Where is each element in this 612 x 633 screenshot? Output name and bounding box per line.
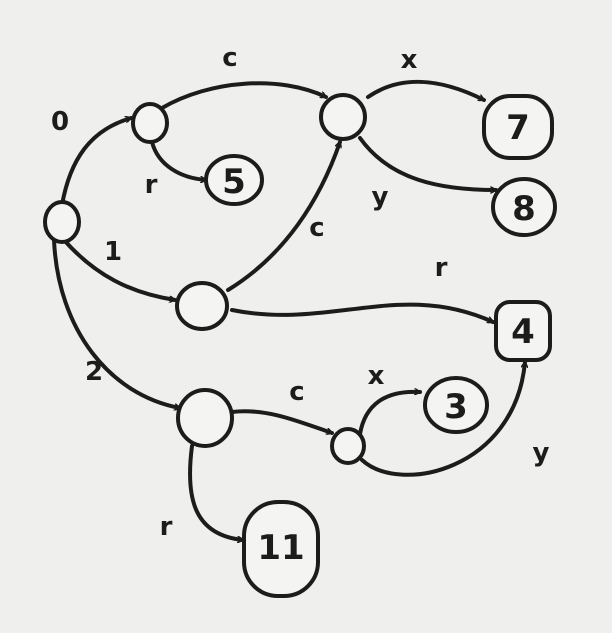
node-terminal-5: 5 — [204, 154, 264, 206]
node-label-7: 7 — [506, 108, 530, 148]
node-label-8: 8 — [512, 189, 536, 229]
node-label-4: 4 — [511, 312, 535, 352]
edge-n2-m — [230, 409, 334, 433]
edge-label-x-7: x — [401, 45, 418, 75]
edge-m-4 — [360, 360, 525, 477]
node-top — [319, 93, 367, 141]
node-terminal-11: 11 — [242, 500, 320, 598]
edge-m-3 — [358, 392, 422, 436]
edge-root-n1 — [62, 238, 177, 300]
node-terminal-4: 4 — [494, 300, 552, 362]
edge-label-x-3: x — [368, 361, 385, 391]
edge-label-c-mid: c — [309, 213, 324, 243]
node-n0 — [131, 102, 169, 144]
edge-n2-11 — [188, 444, 245, 540]
edge-root-n0 — [60, 118, 131, 207]
node-label-3: 3 — [444, 387, 468, 427]
node-terminal-8: 8 — [491, 177, 557, 237]
edge-label-1: 1 — [104, 237, 122, 267]
edge-top-8 — [358, 136, 498, 190]
edge-label-0: 0 — [51, 107, 69, 137]
node-terminal-7: 7 — [482, 94, 554, 160]
edge-n1-4 — [230, 302, 495, 324]
node-m — [330, 427, 366, 465]
edge-n1-top — [226, 140, 340, 292]
edge-label-r-11: r — [160, 512, 173, 542]
edge-label-c-top: c — [222, 43, 237, 73]
node-label-11: 11 — [257, 528, 304, 568]
edge-n0-5 — [150, 140, 208, 180]
edge-label-r-4: r — [435, 253, 448, 283]
edge-label-r-5: r — [145, 170, 158, 200]
edge-label-y-4: y — [533, 438, 550, 468]
node-root — [43, 200, 81, 244]
edge-label-2: 2 — [85, 357, 103, 387]
node-n1 — [175, 281, 229, 331]
node-n2 — [176, 388, 234, 448]
node-label-5: 5 — [222, 162, 246, 202]
edge-label-y-8: y — [372, 182, 389, 212]
edge-root-n2 — [52, 238, 182, 408]
edge-label-c-m: c — [289, 377, 304, 407]
node-terminal-3: 3 — [423, 376, 489, 434]
edge-top-7 — [366, 80, 486, 102]
edge-n0-top — [160, 81, 328, 110]
